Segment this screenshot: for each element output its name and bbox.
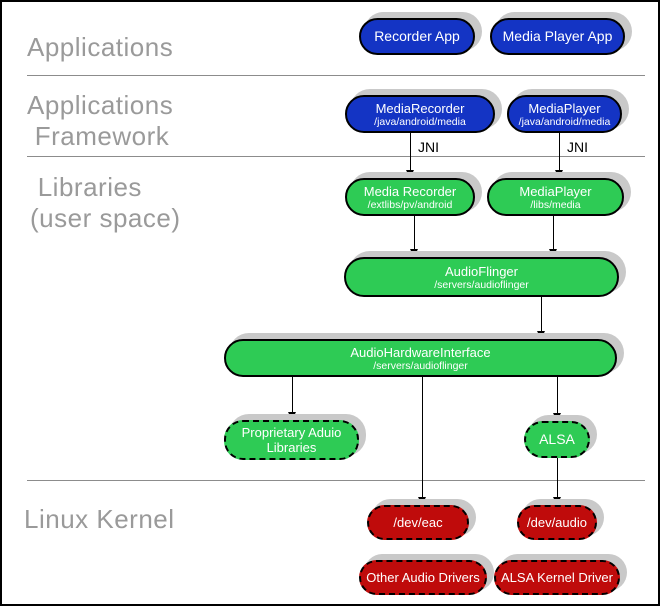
node-mediaplayer-framework: MediaPlayer /java/android/media: [507, 95, 622, 133]
node-label: ALSA Kernel Driver: [501, 570, 613, 585]
node-audio-hardware-interface: AudioHardwareInterface /servers/audiofli…: [224, 339, 617, 377]
conn-mediaplayer-jni: [559, 132, 560, 171]
section-label-applications-framework: Applications Framework: [27, 90, 174, 151]
jni-label-recorder: JNI: [418, 139, 439, 155]
divider-framework-libraries: [27, 156, 645, 157]
conn-ahi-deveac: [422, 377, 423, 498]
node-path: /servers/audioflinger: [434, 278, 529, 291]
node-label: Other Audio Drivers: [366, 570, 480, 585]
arrowhead-down: [288, 412, 296, 420]
section-label-libraries: Libraries(user space): [30, 172, 181, 233]
arrowhead-down: [537, 331, 545, 339]
node-label: MediaPlayer: [528, 100, 601, 116]
node-dev-audio: /dev/audio: [517, 505, 597, 540]
conn-audioflinger-ahi: [541, 297, 542, 332]
node-label: /dev/audio: [527, 515, 587, 530]
node-label: Media Recorder: [363, 183, 457, 199]
node-label: Recorder App: [374, 28, 460, 44]
arrowhead-down: [553, 497, 561, 505]
arrowhead-down: [555, 170, 563, 178]
node-label: MediaPlayer: [519, 183, 592, 199]
divider-applications-framework: [27, 75, 645, 76]
node-path: /libs/media: [530, 198, 581, 211]
divider-libraries-kernel: [27, 480, 645, 481]
conn-ahi-proprietary: [292, 377, 293, 413]
arrowhead-down: [410, 249, 418, 257]
node-mediaplayer-lib: MediaPlayer /libs/media: [487, 178, 624, 216]
node-label: AudioHardwareInterface: [350, 344, 491, 360]
conn-ahi-alsa: [557, 377, 558, 414]
node-label: /dev/eac: [393, 515, 443, 530]
arrowhead-down: [549, 249, 557, 257]
node-other-audio-drivers: Other Audio Drivers: [359, 560, 487, 595]
node-label: MediaRecorder: [375, 100, 465, 116]
section-label-linux-kernel: Linux Kernel: [24, 504, 175, 534]
arrowhead-down: [418, 497, 426, 505]
node-recorder-app: Recorder App: [359, 18, 475, 55]
node-proprietary-audio-libraries: Proprietary Aduio Libraries: [224, 420, 359, 460]
node-media-player-app: Media Player App: [490, 18, 625, 55]
node-media-recorder-lib: Media Recorder /extlibs/pv/android: [345, 178, 475, 216]
arrowhead-down: [406, 170, 414, 178]
node-label-line2: Libraries: [266, 440, 317, 455]
node-audioflinger: AudioFlinger /servers/audioflinger: [344, 257, 619, 297]
node-mediarecorder-framework: MediaRecorder /java/android/media: [345, 95, 495, 133]
node-label: Proprietary Aduio: [241, 425, 342, 440]
node-alsa: ALSA: [524, 421, 590, 458]
node-path: /java/android/media: [374, 115, 466, 128]
node-path: /extlibs/pv/android: [367, 198, 453, 211]
arrowhead-down: [553, 413, 561, 421]
node-path: /java/android/media: [518, 115, 611, 128]
section-label-applications: Applications: [27, 32, 174, 62]
conn-alsa-devaudio: [557, 457, 558, 498]
jni-label-player: JNI: [567, 139, 588, 155]
conn-mediarecorder-jni: [410, 132, 411, 171]
conn-mediarecorder-audioflinger: [414, 216, 415, 250]
node-path: /servers/audioflinger: [373, 359, 468, 372]
node-label: AudioFlinger: [445, 263, 518, 279]
conn-mediaplayer-audioflinger: [553, 216, 554, 250]
node-label: Media Player App: [502, 28, 613, 44]
node-label: ALSA: [539, 431, 575, 447]
node-alsa-kernel-driver: ALSA Kernel Driver: [494, 560, 620, 595]
node-dev-eac: /dev/eac: [367, 505, 469, 540]
